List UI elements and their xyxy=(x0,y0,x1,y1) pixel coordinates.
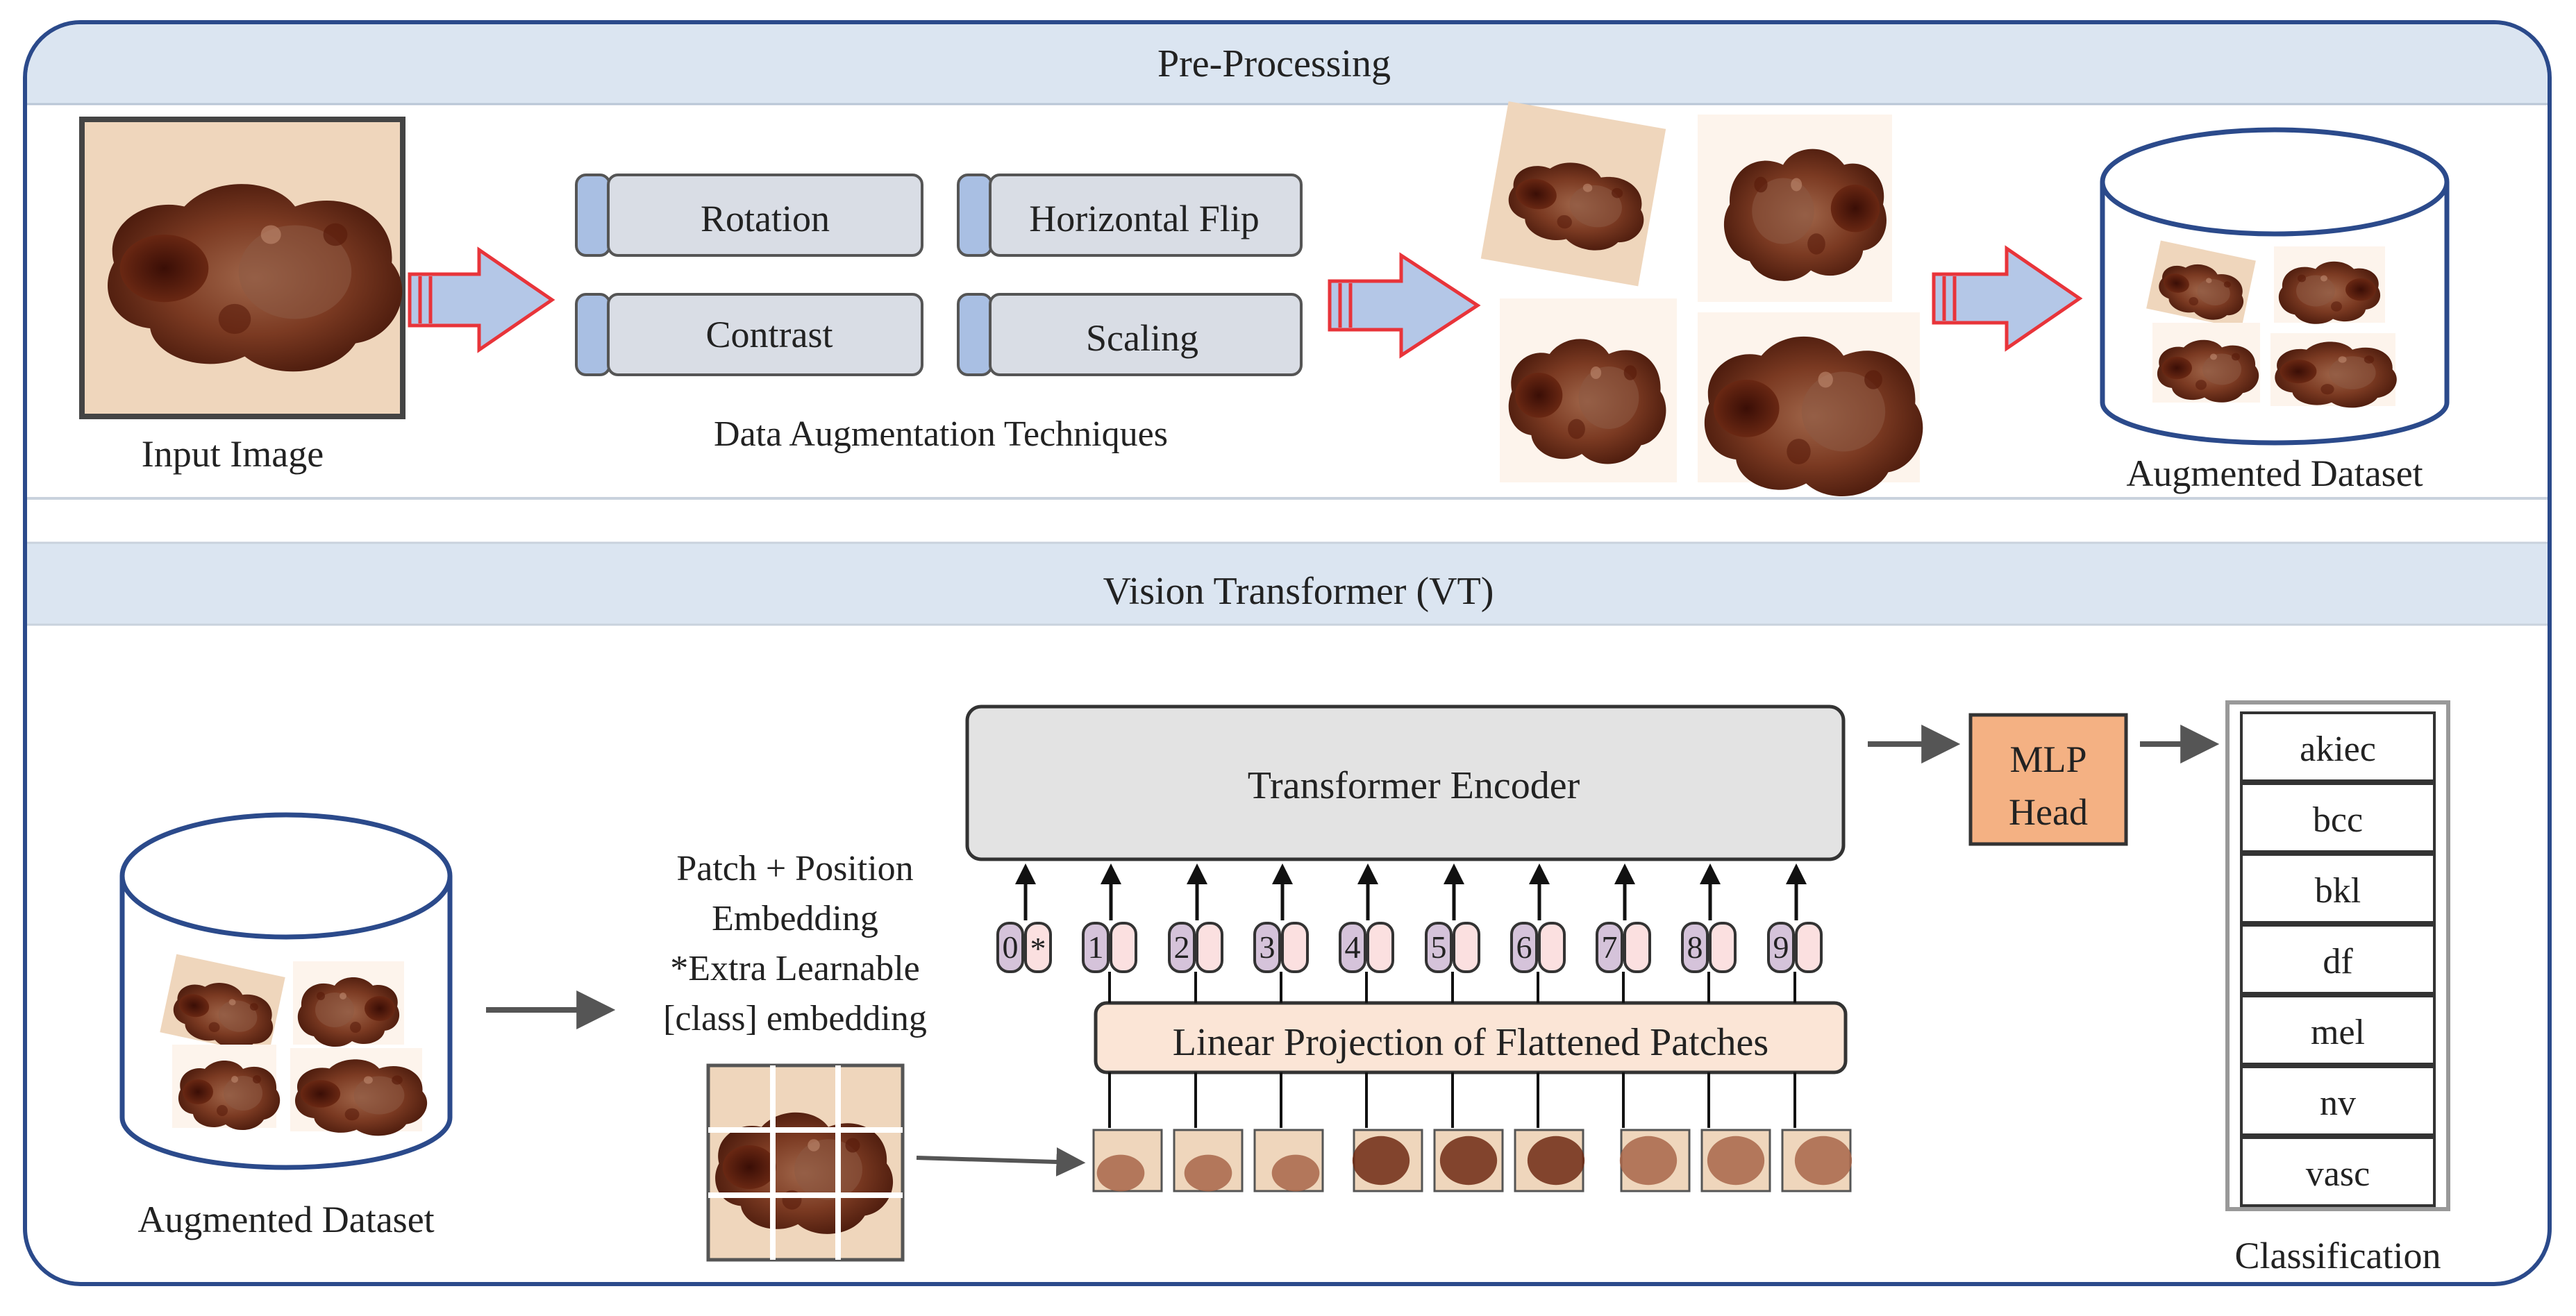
token-index-2 xyxy=(1168,922,1196,973)
token-index-9 xyxy=(1767,922,1795,973)
token-index-label-3: 3 xyxy=(1260,929,1276,965)
token-index-label-8: 8 xyxy=(1687,929,1703,965)
augmented-dataset-cylinder-top xyxy=(2100,127,2450,446)
token-embedding-7 xyxy=(1623,922,1651,973)
token-index-label-2: 2 xyxy=(1174,929,1190,965)
technique-scaling: Scaling xyxy=(957,293,1303,376)
class-label-vasc: vasc xyxy=(2306,1154,2370,1194)
mlp-head-label-2: Head xyxy=(2009,791,2088,833)
token-index-0 xyxy=(996,922,1024,973)
input-image xyxy=(79,117,405,419)
token-index-1 xyxy=(1082,922,1110,973)
token-index-4 xyxy=(1339,922,1366,973)
embedding-line-4: [class] embedding xyxy=(663,999,927,1038)
linear-projection-label: Linear Projection of Flattened Patches xyxy=(1173,1021,1768,1064)
patch-texture-7 xyxy=(1619,1136,1678,1186)
token-index-label-4: 4 xyxy=(1345,929,1361,965)
token-embedding-5 xyxy=(1453,922,1480,973)
token-index-label-0: 0 xyxy=(1003,929,1019,965)
transformer-encoder-label: Transformer Encoder xyxy=(1248,764,1580,807)
patch-texture-4 xyxy=(1352,1136,1410,1186)
patch-texture-1 xyxy=(1096,1154,1145,1192)
technique-contrast: Contrast xyxy=(575,293,923,376)
token-embedding-3 xyxy=(1281,922,1309,973)
patch-texture-5 xyxy=(1439,1136,1498,1186)
embedding-line-2: Embedding xyxy=(712,899,878,938)
preprocessing-title: Pre-Processing xyxy=(1157,42,1391,85)
class-label-df: df xyxy=(2323,942,2353,981)
embedding-line-1: Patch + Position xyxy=(676,849,913,888)
patch-texture-8 xyxy=(1707,1136,1765,1186)
token-index-8 xyxy=(1681,922,1709,973)
patch-texture-3 xyxy=(1271,1154,1320,1192)
token-embedding-8 xyxy=(1709,922,1737,973)
classification-list: akiec bcc bkl df mel nv vasc xyxy=(2225,700,2450,1211)
technique-horizontal-flip-label: Horizontal Flip xyxy=(1029,198,1259,239)
patch-grid-image xyxy=(706,1063,905,1262)
techniques-label: Data Augmentation Techniques xyxy=(714,414,1168,454)
patch-texture-6 xyxy=(1527,1136,1585,1186)
augmented-dataset-label-top: Augmented Dataset xyxy=(2126,453,2423,494)
embedding-text: Patch + Position Embedding *Extra Learna… xyxy=(663,849,927,1038)
class-label-nv: nv xyxy=(2320,1083,2356,1123)
flow-arrow-2 xyxy=(1328,252,1481,359)
augmented-dataset-label-bottom: Augmented Dataset xyxy=(137,1199,434,1240)
embedding-line-3: *Extra Learnable xyxy=(670,949,919,988)
mlp-head: MLP Head xyxy=(1968,713,2128,846)
class-label-akiec: akiec xyxy=(2300,729,2376,769)
flattened-patches xyxy=(1092,1129,1852,1192)
class-label-bcc: bcc xyxy=(2313,800,2363,840)
vt-title: Vision Transformer (VT) xyxy=(1103,570,1494,613)
token-embedding-4 xyxy=(1366,922,1394,973)
flow-arrow-3 xyxy=(1932,245,2083,352)
token-index-label-7: 7 xyxy=(1602,929,1618,965)
token-index-label-6: 6 xyxy=(1516,929,1532,965)
position-tokens: 0 * 1 2 3 4 5 6 7 8 9 xyxy=(996,863,1823,1128)
classification-label: Classification xyxy=(2235,1235,2441,1276)
token-embedding-1 xyxy=(1110,922,1137,973)
flow-arrow-1 xyxy=(408,246,555,353)
augmented-dataset-cylinder-bottom xyxy=(119,812,453,1170)
technique-rotation: Rotation xyxy=(575,174,923,257)
class-row-bcc xyxy=(2240,782,2436,853)
token-index-label-9: 9 xyxy=(1773,929,1789,965)
token-embedding-2 xyxy=(1196,922,1223,973)
patch-texture-9 xyxy=(1794,1136,1852,1186)
token-index-6 xyxy=(1510,922,1538,973)
token-embedding-0 xyxy=(1024,922,1052,973)
class-label-bkl: bkl xyxy=(2315,871,2361,911)
class-row-df xyxy=(2240,924,2436,995)
technique-scaling-label: Scaling xyxy=(1086,317,1198,359)
class-label-mel: mel xyxy=(2311,1013,2365,1052)
augmented-samples xyxy=(1480,101,1923,497)
linear-projection: Linear Projection of Flattened Patches xyxy=(1094,1001,1848,1074)
token-embedding-9 xyxy=(1795,922,1823,973)
arrow-grid-to-patches xyxy=(916,1147,1086,1176)
token-index-label-5: 5 xyxy=(1431,929,1447,965)
class-row-vasc xyxy=(2240,1136,2436,1207)
class-row-mel xyxy=(2240,995,2436,1065)
class-row-akiec xyxy=(2240,711,2436,782)
token-index-label-1: 1 xyxy=(1088,929,1104,965)
token-index-5 xyxy=(1425,922,1453,973)
patch-texture-2 xyxy=(1184,1154,1232,1192)
vt-header-band xyxy=(27,543,2548,625)
class-row-nv xyxy=(2240,1065,2436,1136)
preprocessing-header-band xyxy=(27,24,2548,104)
token-embedding-6 xyxy=(1538,922,1566,973)
transformer-encoder: Transformer Encoder xyxy=(965,705,1846,861)
technique-horizontal-flip: Horizontal Flip xyxy=(957,174,1303,257)
mlp-head-label-1: MLP xyxy=(2009,739,2086,780)
class-token-marker: * xyxy=(1030,931,1046,966)
input-image-label: Input Image xyxy=(142,433,324,475)
token-index-7 xyxy=(1596,922,1623,973)
technique-rotation-label: Rotation xyxy=(701,198,830,239)
class-row-bkl xyxy=(2240,853,2436,924)
token-index-3 xyxy=(1253,922,1281,973)
technique-contrast-label: Contrast xyxy=(706,314,833,355)
